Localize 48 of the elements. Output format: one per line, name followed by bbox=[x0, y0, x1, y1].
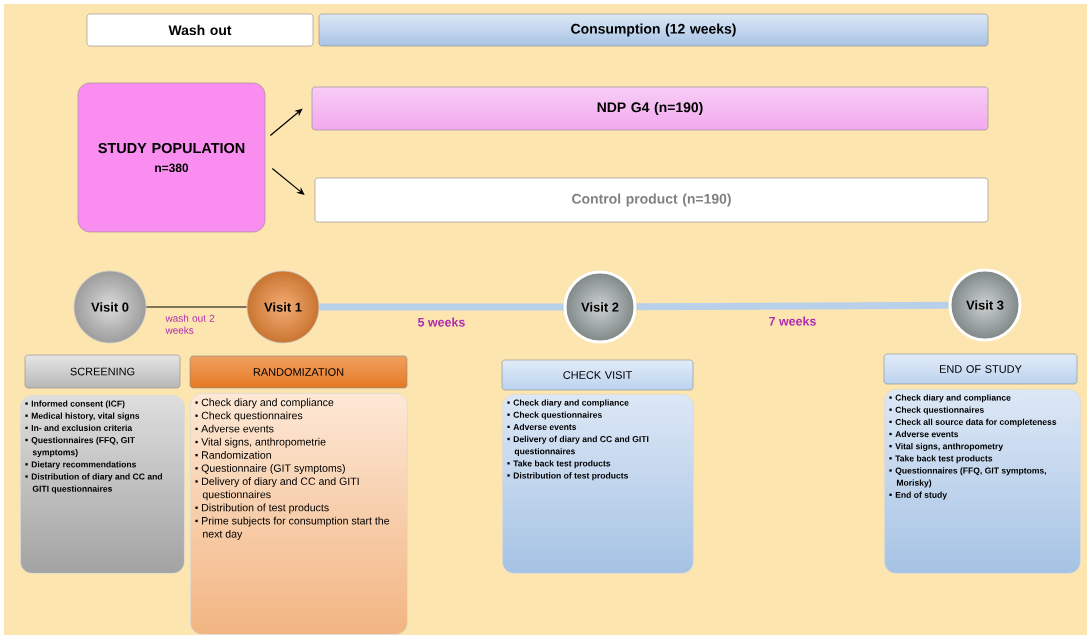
list-item: Informed consent (ICF) bbox=[25, 400, 125, 409]
edge-label: 5 weeks bbox=[417, 317, 465, 327]
list-item: Adverse events bbox=[195, 424, 274, 433]
phase-band: Consumption (12 weeks) bbox=[318, 13, 989, 47]
phase-header: CHECK VISIT bbox=[501, 359, 694, 391]
phase-header: END OF STUDY bbox=[883, 353, 1078, 385]
task-list-box bbox=[884, 389, 1081, 574]
list-item: Prime subjects for consumption start the next day bbox=[195, 516, 390, 540]
list-item: Take back test products bbox=[889, 455, 993, 464]
list-item: Check questionnaires bbox=[507, 411, 602, 420]
list-item: Check diary and compliance bbox=[507, 399, 629, 408]
list-item: Adverse events bbox=[507, 423, 577, 430]
list-item: Check diary and compliance bbox=[195, 398, 334, 409]
list-item: Dietary recommendations bbox=[25, 461, 137, 470]
list-item: Take back test products bbox=[507, 460, 611, 469]
list-item: Questionnaire (GIT symptoms) bbox=[195, 464, 345, 474]
task-list-box bbox=[502, 394, 694, 574]
list-item: Adverse events bbox=[889, 430, 959, 438]
list-item: End of study bbox=[889, 491, 947, 500]
task-list-box bbox=[20, 395, 185, 574]
list-item: Questionnaires (FFQ, GIT symptoms) bbox=[25, 436, 135, 457]
list-item: Vital signs, anthropometrie bbox=[195, 437, 326, 448]
phase-band: Wash out bbox=[86, 13, 314, 47]
list-item: Check diary and compliance bbox=[889, 394, 1011, 403]
list-item: Questionnaires (FFQ, GIT symptoms, Morisky) bbox=[889, 467, 1046, 488]
list-item: Delivery of diary and CC and GITI questionnaires bbox=[195, 477, 359, 501]
list-item: Randomization bbox=[195, 450, 271, 459]
arrow bbox=[271, 167, 305, 195]
arrow bbox=[269, 108, 303, 137]
list-item: Distribution of diary and CC and GITI questionnaires bbox=[25, 473, 162, 494]
population-box: STUDY POPULATION n=380 bbox=[77, 82, 266, 233]
phase-header: SCREENING bbox=[24, 354, 181, 389]
list-item: Delivery of diary and CC and GITI questionnaires bbox=[507, 435, 649, 456]
edge-label: 7 weeks bbox=[769, 316, 816, 326]
list-item: Check all source data for completeness bbox=[889, 418, 1057, 427]
list-item: Check questionnaires bbox=[195, 411, 303, 422]
list-item: Distribution of test products bbox=[507, 472, 628, 481]
list-item: Distribution of test products bbox=[195, 503, 329, 514]
connector-line bbox=[145, 306, 248, 308]
task-list-box bbox=[190, 393, 408, 635]
group-band: Control product (n=190) bbox=[314, 177, 989, 223]
phase-header: RANDOMIZATION bbox=[189, 355, 408, 389]
edge-label: wash out 2 weeks bbox=[165, 314, 215, 334]
list-item: Medical history, vital signs bbox=[25, 412, 140, 421]
list-item: Vital signs, anthropometry bbox=[889, 443, 1004, 451]
group-band: NDP G4 (n=190) bbox=[311, 86, 989, 131]
list-item: In- and exclusion criteria bbox=[25, 424, 133, 431]
list-item: Check questionnaires bbox=[889, 406, 984, 415]
